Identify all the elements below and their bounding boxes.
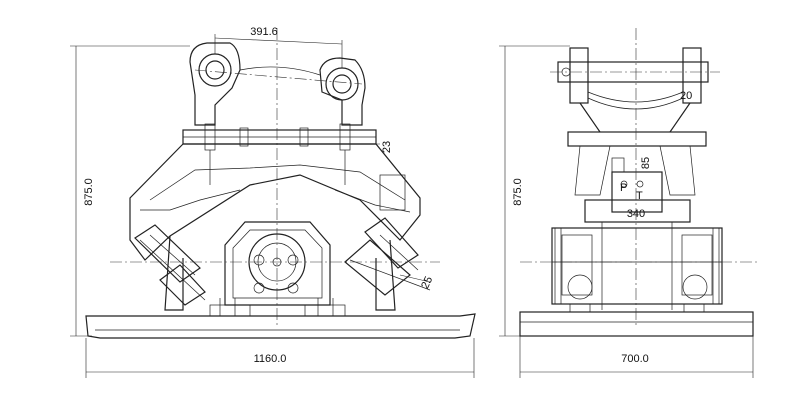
front-bracket-right-ear (319, 57, 366, 126)
side-height-dimension: 875.0 (499, 45, 570, 337)
front-pin-spacing-label: 391.6 (250, 26, 278, 38)
side-height-label: 875.0 (512, 178, 524, 206)
front-motor-offset-label: 25 (419, 275, 435, 291)
front-view: 391.6 875.0 1160.0 23 25 (70, 26, 476, 378)
front-bracket-left-ear (189, 42, 241, 126)
front-width-label: 1160.0 (254, 353, 287, 365)
front-pin-spacing-dimension: 391.6 (214, 26, 343, 68)
side-width-dimension: 700.0 (519, 336, 754, 378)
front-base-plate (85, 313, 476, 339)
side-base-plate (519, 311, 754, 337)
side-width-label: 700.0 (621, 353, 649, 365)
front-pin-right-inner (332, 74, 352, 94)
side-mid-plate (567, 131, 707, 147)
front-housing (129, 143, 421, 261)
front-height-label: 875.0 (83, 178, 95, 206)
side-view: P T 85 340 20 875.0 (499, 28, 760, 378)
side-bracket-gap-label: 20 (680, 90, 692, 102)
side-port-p-label: P (620, 182, 627, 194)
side-bracket-left (569, 47, 589, 104)
side-port-t-label: T (636, 190, 643, 202)
front-pin-right-outer (325, 67, 359, 101)
front-valve-block (379, 174, 406, 211)
front-left-shock-mount (134, 224, 206, 306)
side-main-body (551, 227, 723, 305)
front-pin-left-outer (198, 53, 232, 87)
front-width-dimension: 1160.0 (85, 338, 475, 378)
front-plate-thickness-label: 23 (381, 141, 393, 153)
side-port-height-label: 85 (640, 157, 652, 169)
side-bracket-right (682, 47, 702, 104)
side-valve-block (611, 171, 663, 213)
front-height-dimension: 875.0 (70, 45, 190, 337)
front-pin-left-inner (205, 60, 225, 80)
front-right-motor-mount (344, 217, 431, 296)
